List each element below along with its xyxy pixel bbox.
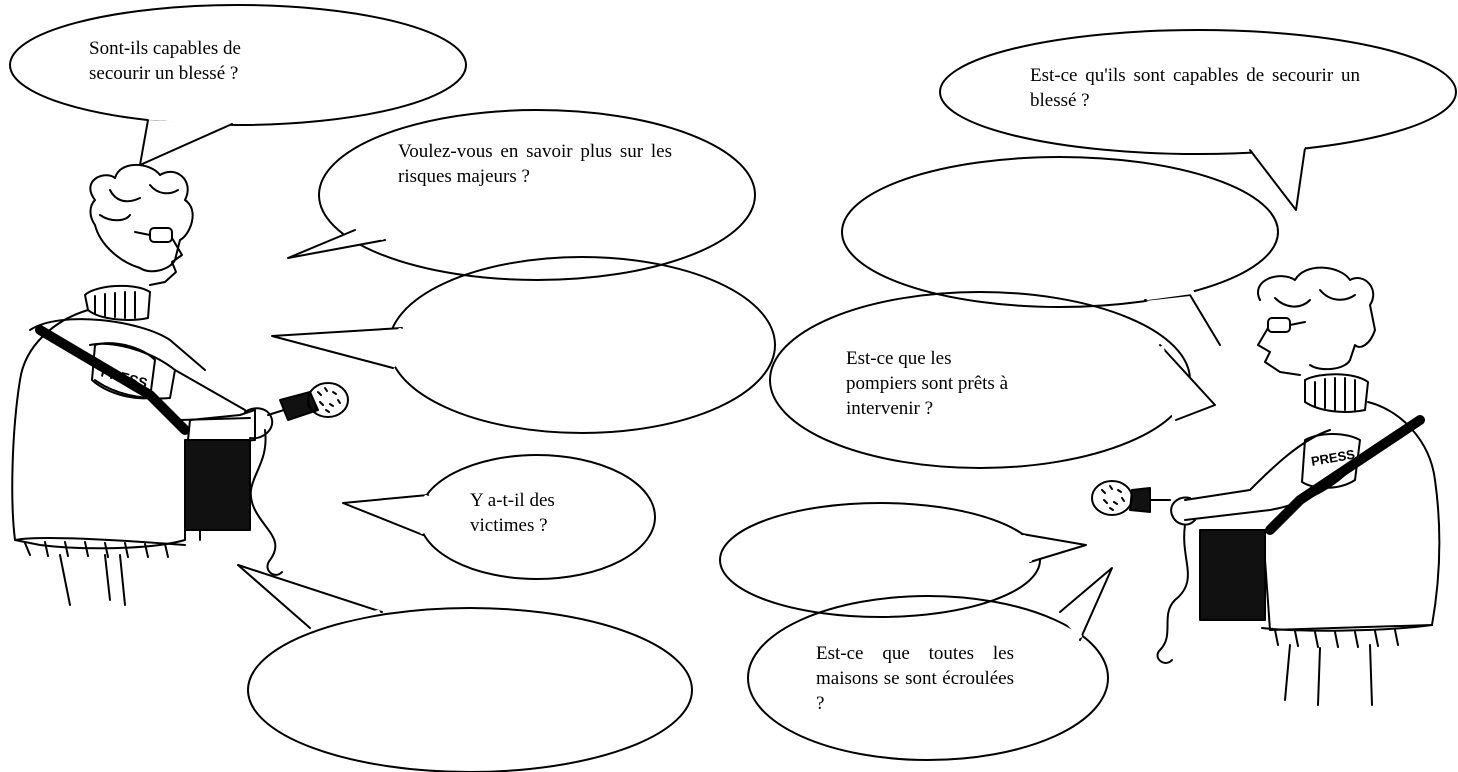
bubble-text-left-savoir: Voulez-vous en savoir plus sur les risqu…	[398, 141, 672, 187]
speech-bubble-right-maisons	[747, 567, 1113, 761]
speech-bubble-right-empty-lower	[719, 502, 1087, 618]
speech-bubble-right-empty-upper	[841, 156, 1279, 346]
bubble-text-left-top: Sont-ils capables de secourir un blessé …	[89, 38, 241, 84]
bubble-text-right-maisons: Est-ce que toutes les maisons se sont éc…	[816, 643, 1014, 714]
speech-bubble-left-empty-middle	[271, 256, 776, 434]
speech-bubble-left-top	[9, 4, 467, 166]
left-reporter-figure: PRESS	[11, 163, 349, 606]
speech-bubble-left-victimes	[342, 454, 656, 580]
bubble-text-right-top: Est-ce qu'ils sont capables de secourir …	[1030, 65, 1360, 111]
right-reporter-figure: PRESS	[1091, 266, 1441, 706]
speech-bubble-right-pompiers	[769, 291, 1216, 469]
bubble-text-left-victimes: Y a-t-il des victimes ?	[470, 490, 555, 536]
speech-bubble-left-savoir	[287, 109, 756, 281]
bubble-text-right-pompiers: Est-ce que les pompiers sont prêts à int…	[846, 348, 1009, 419]
speech-bubble-left-empty-bottom	[237, 564, 693, 772]
speech-bubble-right-top	[939, 29, 1457, 211]
